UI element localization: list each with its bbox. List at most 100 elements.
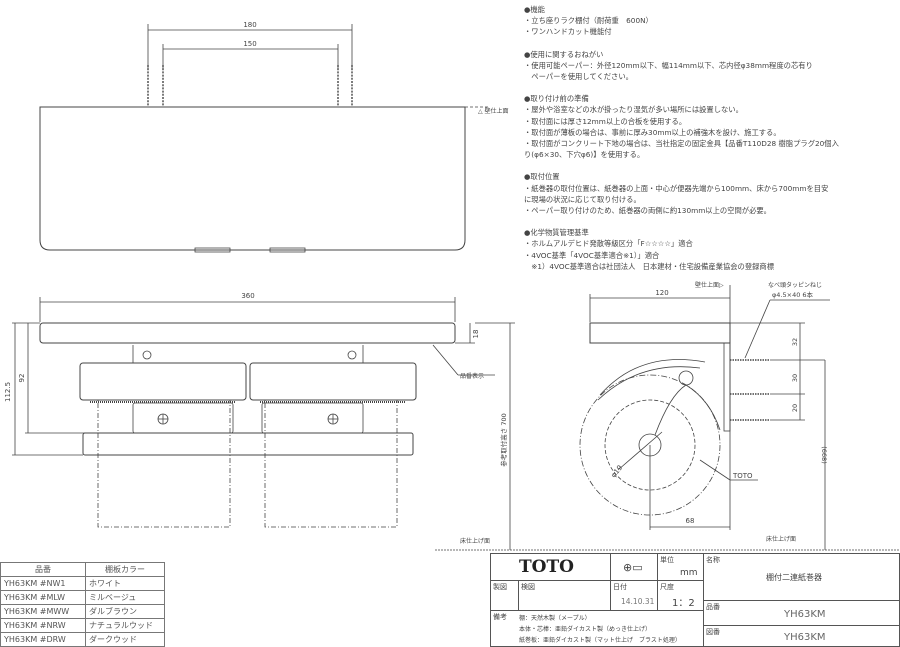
cell-product-no: YH63KM #MWW [0,604,86,619]
product-no-label: 品番表示 [460,372,484,380]
date-cell: 日付 14.10.31 [610,580,658,611]
note-line: ・4VOC基準「4VOC基準適合※1）」適合 [524,250,660,260]
table-header-row: 品番棚板カラー [0,562,165,577]
toto-mark-label: TOTO [732,472,753,480]
header-shelf-color: 棚板カラー [85,562,165,577]
wall-label-side: 壁仕上面▷ [695,281,724,289]
dim-30: 30 [791,374,799,382]
product-no-cell: 品番 YH63KM [703,600,900,626]
note-line: ・ワンハンドカット機能付 [524,27,612,37]
name-label: 名称 [706,556,720,564]
drawing-no-cell: 図番 YH63KM [703,625,900,647]
note-line: ・使用可能ペーパー：外径120mm以下、幅114mm以下、芯内径φ38mm程度の… [524,60,813,70]
note-group-function: ●機能・立ち座りラク棚付（耐荷重 600N）・ワンハンドカット機能付 [524,4,900,38]
note-line: ・取付面が薄板の場合は、事前に厚み30mm以上の補強木を設け、施工する。 [524,127,781,137]
date-label: 日付 [613,583,627,591]
logo-cell: TOTO [490,553,611,581]
note-line: ・紙巻器の取付位置は、紙巻器の上面・中心が便器先端から100mm、床から700m… [524,183,829,193]
dim-68: 68 [686,517,695,525]
dim-92: 92 [18,374,26,383]
note-heading: ●機能 [524,5,545,14]
remark-line: 紙巻板：亜鉛ダイカスト製（マット仕上げ ブラスト処理） [519,637,681,644]
toto-logo: TOTO [519,557,574,577]
note-line: ・ペーパー取り付けのため、紙巻器の両側に約130mm以上の空間が必要。 [524,206,771,216]
screw-heads [142,350,357,425]
note-group-position: ●取付位置・紙巻器の取付位置は、紙巻器の上面・中心が便器先端から100mm、床か… [524,171,900,216]
dim-112-5: 112.5 [4,382,12,402]
ref-height-label: 参考取付高さ 700 [499,413,508,466]
dim-120: 120 [655,289,668,297]
dim-360: 360 [241,292,254,300]
dim-668: (668) [820,446,828,463]
product-no-label: 品番 [706,603,720,611]
checked-cell: 検図 [518,580,611,611]
note-line: ・立ち座りラク棚付（耐荷重 600N） [524,16,653,26]
unit-value: mm [680,568,698,578]
note-heading: ●取り付け前の準備 [524,94,589,104]
side-view: 120 壁仕上面▷ なべ頭タッピンねじ φ4.5×40 6本 32 30 20 … [579,281,830,550]
header-product-no: 品番 [0,562,86,577]
checked-label: 検図 [521,583,535,591]
screws [147,65,353,107]
dim-32: 32 [791,338,799,346]
drawn-label: 製図 [493,583,507,591]
note-line: ・ホルムアルデヒド発散等級区分「F☆☆☆☆」適合 [524,239,693,249]
unit-label: 単位 [660,556,674,564]
drawing-no-label: 図番 [706,628,720,636]
shelf-top-outline [39,106,466,251]
notes-section: ●機能・立ち座りラク棚付（耐荷重 600N）・ワンハンドカット機能付 ●使用に関… [524,4,900,272]
remark-line: 棚：天然木製（メープル） [519,615,591,622]
cell-color: ダークウッド [85,632,165,647]
note-heading: ●取付位置 [524,172,560,182]
note-heading: ●使用に関するおねがい [524,49,604,59]
cell-color: ナチュラルウッド [85,618,165,633]
projection-symbol-cell: ⊕▭ [610,553,658,581]
name-cell: 名称棚付二連紙巻器 [703,553,900,601]
note-line: ペーパーを使用してください。 [524,72,633,82]
remarks-label: 備考 [493,613,507,621]
wall-label: △ 壁仕上面 [478,107,509,115]
note-heading: ●化学物質管理基準 [524,228,589,238]
unit-cell: 単位 mm [657,553,704,581]
cell-product-no: YH63KM #DRW [0,632,86,647]
date-value: 14.10.31 [621,597,655,606]
drawn-cell: 製図 [490,580,519,611]
floor-label-side: 床仕上げ面 [766,535,796,543]
floor-label-front: 床仕上げ面 [460,537,490,545]
paper-roll-outline [579,374,721,516]
top-view: 180 150 △ 壁仕上面 [39,21,509,253]
dim-18: 18 [472,330,480,339]
remarks-cell: 備考 棚：天然木製（メープル） 本体・芯棒：亜鉛ダイカスト製（めっき仕上げ） 紙巻板：… [490,610,704,647]
dim-150: 150 [243,40,256,48]
cell-product-no: YH63KM #NW1 [0,576,86,591]
note-group-preparation: ●取り付け前の準備・屋外や浴室などの水が掛ったり湿気が多い場所には設置しない。・… [524,93,900,160]
projection-icon: ⊕▭ [623,561,643,574]
front-view: 360 112.5 92 18 品番表示 参考取付高さ 700 床仕上げ面 [4,292,900,551]
scale-label: 尺度 [660,583,674,591]
note-line: ※1）4VOC基準適合は社団法人 日本建材・住宅設備産業協会の登録商標 [524,261,775,271]
note-line: ・屋外や浴室などの水が掛ったり湿気が多い場所には設置しない。 [524,105,743,115]
product-name: 棚付二連紙巻器 [766,573,822,582]
note-line: に現場の状況に応じて取り付ける。 [524,194,641,204]
note-line: ・取付面には厚さ12mm以上の合板を使用する。 [524,116,687,126]
cell-color: ダルブラウン [85,604,165,619]
product-no-value: YH63KM [784,609,826,620]
note-group-chemical: ●化学物質管理基準・ホルムアルデヒド発散等級区分「F☆☆☆☆」適合・4VOC基準… [524,227,900,272]
cell-color: ミルベージュ [85,590,165,605]
cell-product-no: YH63KM #NRW [0,618,86,633]
remark-line: 本体・芯棒：亜鉛ダイカスト製（めっき仕上げ） [519,626,652,633]
dim-180: 180 [243,21,256,29]
screw-label-1: なべ頭タッピンねじ [768,281,822,289]
note-line: ・取付面がコンクリート下地の場合は、当社指定の固定金具【品番T110D28 樹脂… [524,139,839,149]
drawing-no-value: YH63KM [784,632,826,643]
note-line: り(φ6×30、下穴φ6)】を使用する。 [524,150,645,160]
